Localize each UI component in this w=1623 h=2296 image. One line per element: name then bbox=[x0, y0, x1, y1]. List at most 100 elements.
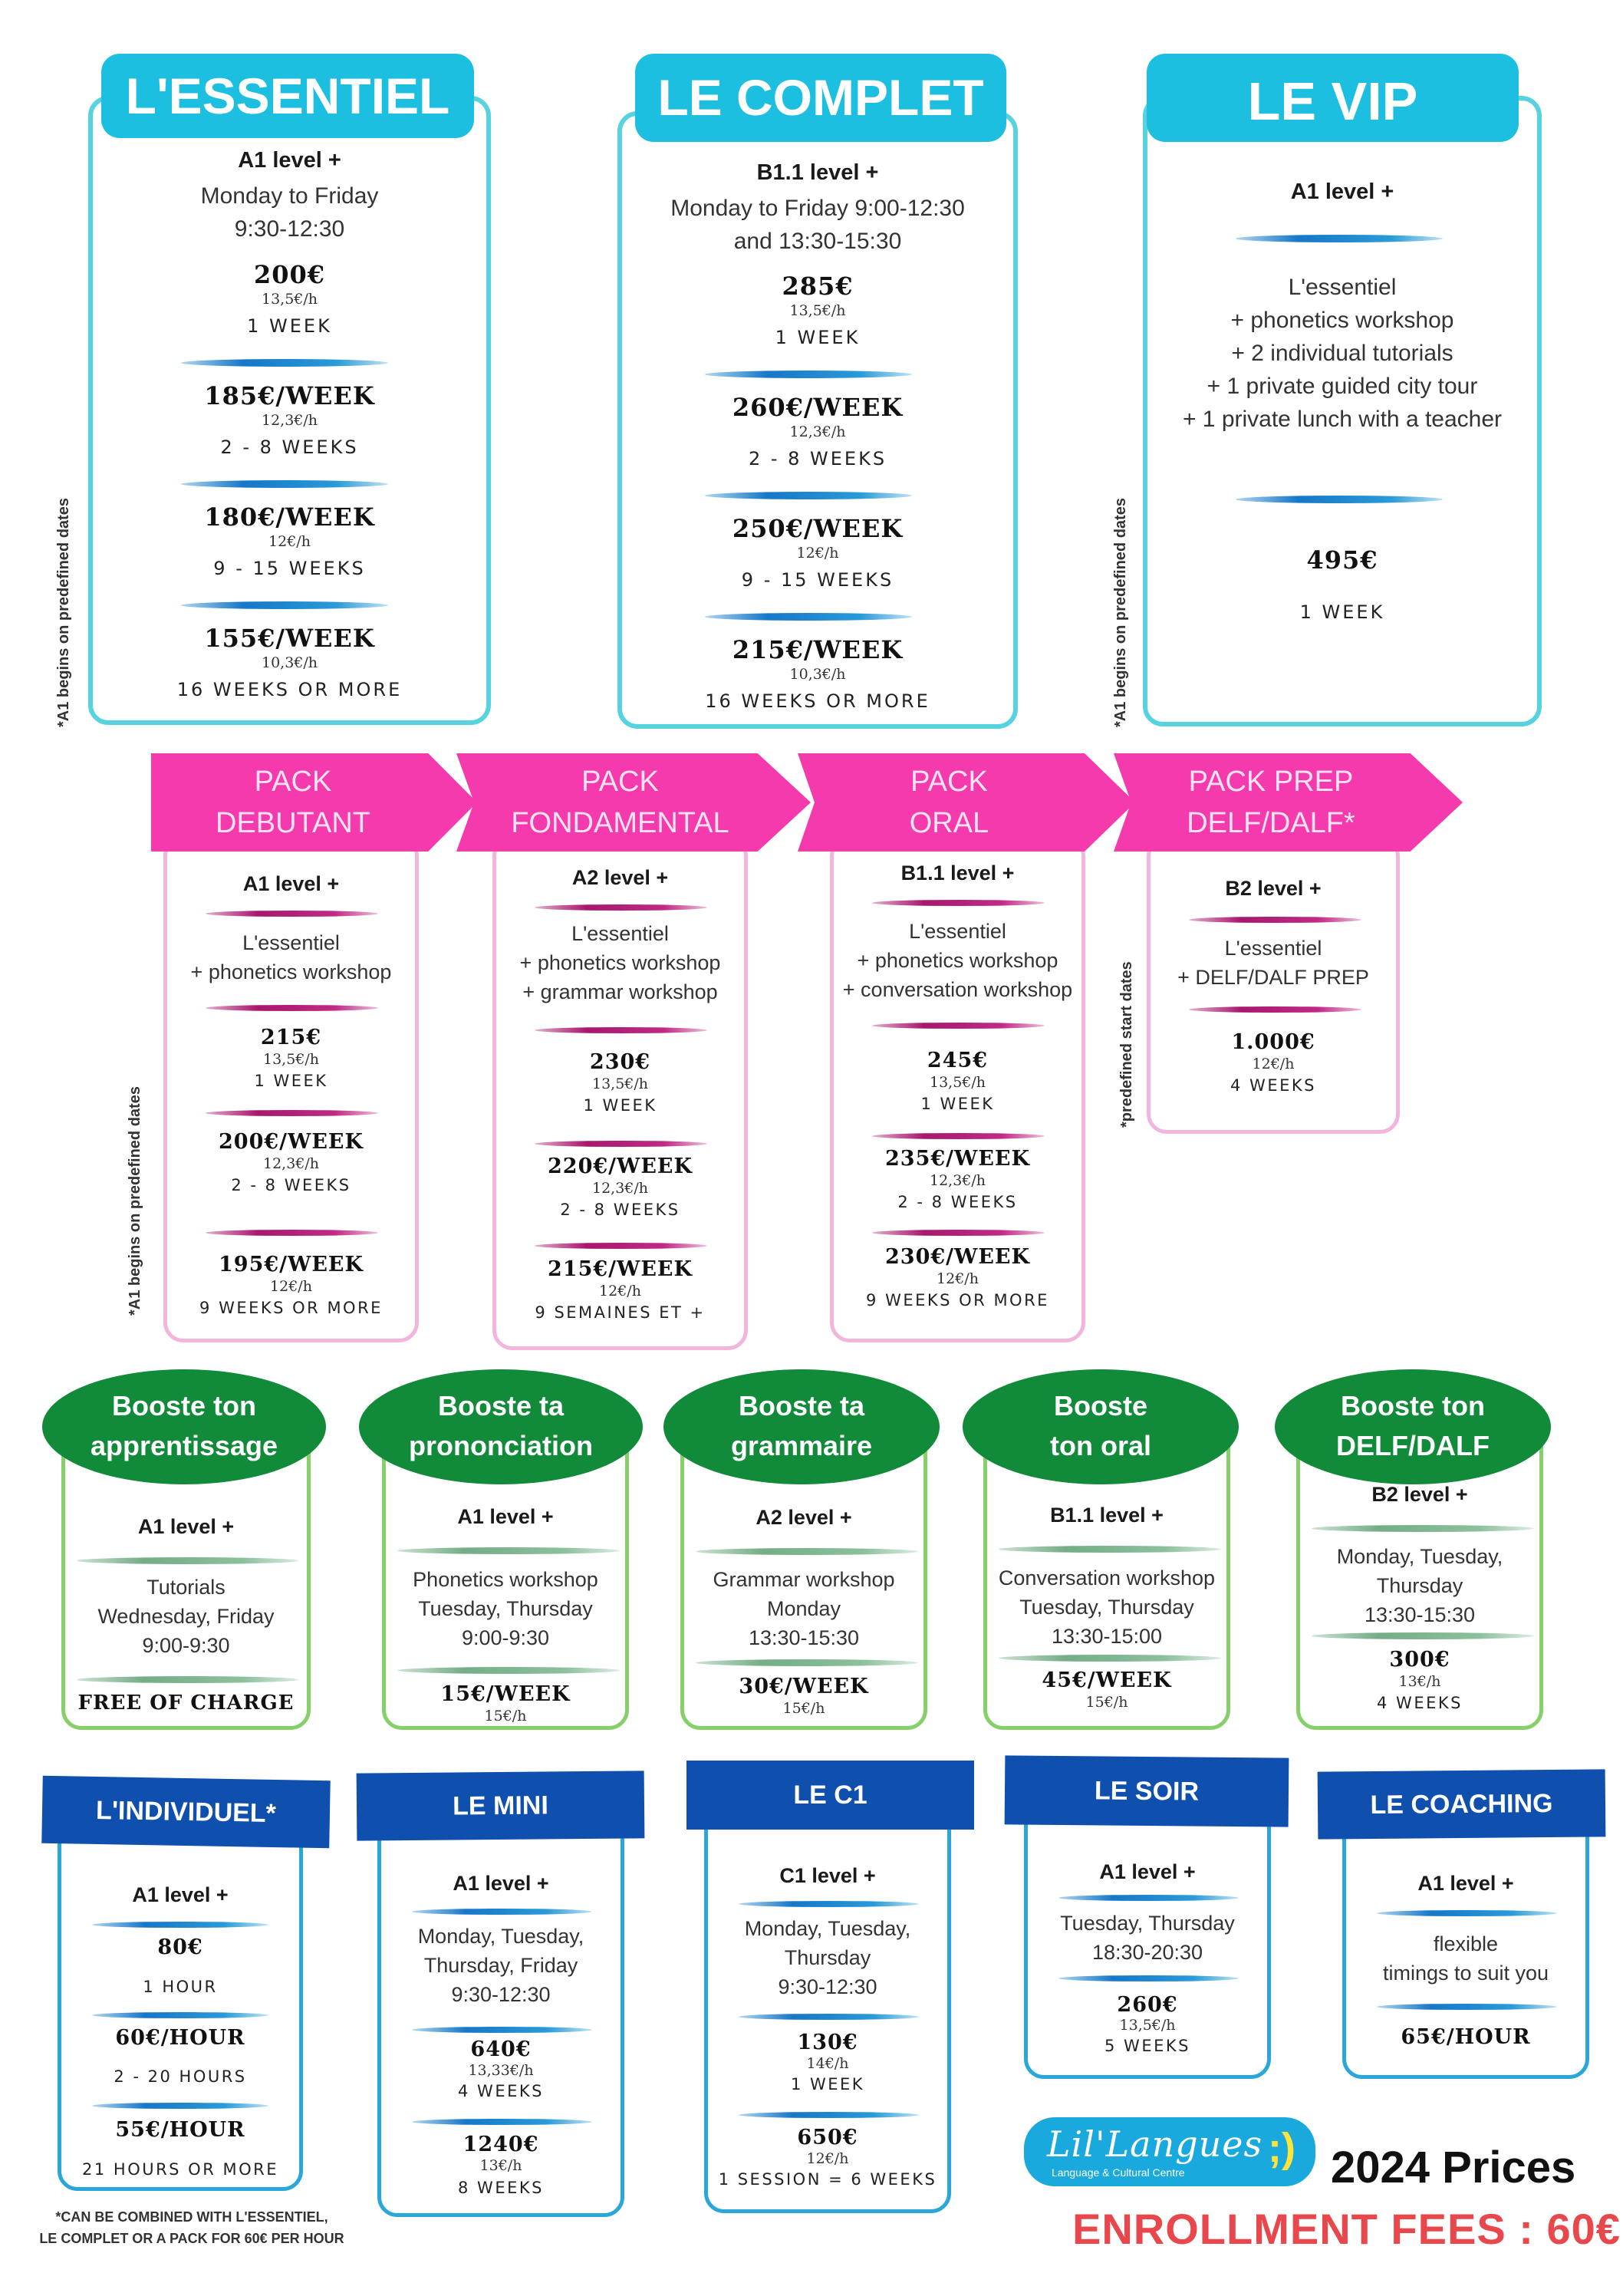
individuel-level: A1 level + bbox=[132, 1883, 229, 1906]
complet-dur-1: 1 WEEK bbox=[775, 327, 861, 348]
essentiel-level: A1 level + bbox=[238, 148, 341, 173]
complet-price-1: 285€ bbox=[782, 272, 854, 301]
divider bbox=[999, 1655, 1221, 1662]
pack-oral-rate-3: 12€/h bbox=[937, 1270, 979, 1287]
divider bbox=[1312, 1632, 1534, 1639]
essentiel-rate-3: 12€/h bbox=[268, 533, 311, 550]
essentiel-price-4: 155€/WEEK bbox=[204, 624, 375, 653]
soir-dur: 5 WEEKS bbox=[1104, 2037, 1190, 2055]
boost-delf-dur: 4 WEEKS bbox=[1377, 1694, 1463, 1712]
complet-hours: and 13:30-15:30 bbox=[733, 229, 902, 254]
coaching-line-2: timings to suit you bbox=[1382, 1962, 1549, 1985]
boost-delf-rate: 13€/h bbox=[1398, 1673, 1441, 1690]
divider bbox=[397, 1547, 620, 1554]
divider bbox=[1312, 1525, 1534, 1532]
complet-dur-3: 9 - 15 WEEKS bbox=[741, 569, 894, 591]
c1-dur-2: 1 SESSION = 6 WEEKS bbox=[718, 2170, 937, 2189]
c1-title: LE C1 bbox=[686, 1761, 974, 1830]
brand-logo-tagline: Language & Cultural Centre bbox=[1052, 2166, 1185, 2179]
boost-oral-line-1: Conversation workshop bbox=[998, 1566, 1216, 1589]
pack-debutant-price-1: 215€ bbox=[260, 1026, 322, 1049]
soir-line-1: Tuesday, Thursday bbox=[1060, 1912, 1235, 1935]
boost-prononciation-rate: 15€/h bbox=[484, 1708, 527, 1724]
pack-prep-title-1: PACK PREP bbox=[1188, 766, 1354, 798]
pack-prep-price: 1.000€ bbox=[1231, 1030, 1315, 1054]
individuel-note-2: LE COMPLET OR A PACK FOR 60€ PER HOUR bbox=[39, 2231, 344, 2246]
divider bbox=[1058, 1895, 1239, 1901]
boost-prononciation-line-2: Tuesday, Thursday bbox=[418, 1597, 593, 1620]
pack-debutant-rate-2: 12,3€/h bbox=[262, 1155, 320, 1172]
boost-grammaire-title-1: Booste ta bbox=[738, 1390, 865, 1421]
pack-fondamental-line-1: L'essentiel bbox=[571, 922, 669, 945]
pack-oral-price-1: 245€ bbox=[927, 1049, 989, 1072]
boost-prononciation-line-1: Phonetics workshop bbox=[413, 1568, 598, 1591]
divider bbox=[705, 492, 912, 499]
individuel-price-3: 55€/HOUR bbox=[115, 2118, 245, 2142]
complet-dur-2: 2 - 8 WEEKS bbox=[748, 448, 887, 469]
vip-card: A1 level + L'essentiel + phonetics works… bbox=[1143, 96, 1542, 726]
essentiel-rate-1: 13,5€/h bbox=[261, 291, 318, 308]
divider bbox=[705, 613, 912, 621]
individuel-dur-3: 21 HOURS OR MORE bbox=[82, 2160, 278, 2179]
soir-line-2: 18:30-20:30 bbox=[1091, 1941, 1203, 1964]
c1-line-1: Monday, Tuesday, bbox=[744, 1917, 911, 1940]
divider bbox=[739, 2112, 919, 2118]
individuel-card: A1 level + 80€ 1 HOUR 60€/HOUR 2 - 20 HO… bbox=[58, 1817, 303, 2191]
boost-grammaire-rate: 15€/h bbox=[782, 1700, 825, 1717]
boost-apprentissage-line-2: Wednesday, Friday bbox=[97, 1605, 275, 1628]
divider bbox=[77, 1676, 299, 1683]
complet-level: B1.1 level + bbox=[756, 160, 879, 185]
essentiel-rate-4: 10,3€/h bbox=[261, 654, 318, 671]
essentiel-hours: 9:30-12:30 bbox=[234, 216, 345, 242]
boost-apprentissage-title: Booste ton apprentissage bbox=[42, 1369, 326, 1484]
mini-line-2: Thursday, Friday bbox=[423, 1954, 578, 1977]
individuel-dur-2: 2 - 20 HOURS bbox=[114, 2067, 247, 2086]
divider bbox=[206, 1230, 378, 1236]
individuel-note-1: *CAN BE COMBINED WITH L'ESSENTIEL, bbox=[55, 2209, 328, 2225]
pack-debutant-title-2: DEBUTANT bbox=[216, 807, 370, 839]
boost-apprentissage-level: A1 level + bbox=[137, 1515, 235, 1538]
boost-oral-price: 45€/WEEK bbox=[1042, 1668, 1172, 1692]
mini-price-1: 640€ bbox=[470, 2037, 532, 2061]
soir-rate: 13,5€/h bbox=[1119, 2017, 1176, 2034]
boost-delf-title: Booste ton DELF/DALF bbox=[1275, 1369, 1551, 1484]
essentiel-side-note: *A1 begins on predefined dates bbox=[55, 498, 72, 727]
essentiel-rate-2: 12,3€/h bbox=[261, 412, 318, 429]
divider bbox=[535, 1141, 707, 1147]
divider bbox=[92, 2103, 268, 2109]
brand-logo-name: Lil'Langues bbox=[1047, 2123, 1263, 2165]
essentiel-days: Monday to Friday bbox=[200, 183, 379, 209]
pack-fondamental-title-2: FONDAMENTAL bbox=[511, 807, 729, 839]
divider bbox=[92, 2012, 268, 2018]
boost-prononciation-title-1: Booste ta bbox=[437, 1390, 565, 1421]
pack-debutant-rate-3: 12€/h bbox=[270, 1278, 312, 1295]
boost-grammaire-line-1: Grammar workshop bbox=[713, 1568, 895, 1591]
pack-debutant-rate-1: 13,5€/h bbox=[262, 1051, 320, 1068]
boost-oral-line-3: 13:30-15:00 bbox=[1051, 1625, 1163, 1648]
pack-prep-level: B2 level + bbox=[1225, 877, 1322, 900]
pack-prep-rate: 12€/h bbox=[1252, 1056, 1295, 1072]
boost-prononciation-level: A1 level + bbox=[457, 1505, 554, 1528]
essentiel-price-3: 180€/WEEK bbox=[204, 502, 375, 532]
c1-card: C1 level + Monday, Tuesday, Thursday 9:3… bbox=[704, 1787, 951, 2213]
pack-debutant-title: PACK DEBUTANT bbox=[151, 753, 477, 852]
pack-oral-dur-1: 1 WEEK bbox=[920, 1095, 995, 1113]
mini-dur-2: 8 WEEKS bbox=[458, 2179, 544, 2197]
pack-debutant-line-2: + phonetics workshop bbox=[190, 960, 392, 983]
vip-price: 495€ bbox=[1306, 545, 1378, 575]
divider bbox=[1236, 496, 1443, 503]
pack-fondamental-level: A2 level + bbox=[571, 866, 669, 889]
essentiel-card: A1 level + Monday to Friday 9:30-12:30 2… bbox=[88, 96, 491, 725]
boost-delf-level: B2 level + bbox=[1371, 1483, 1468, 1506]
boost-oral-line-2: Tuesday, Thursday bbox=[1019, 1596, 1194, 1619]
packs-side-note: *A1 begins on predefined dates bbox=[127, 1086, 143, 1316]
pack-oral-rate-2: 12,3€/h bbox=[929, 1172, 986, 1189]
divider bbox=[999, 1546, 1221, 1553]
brand-logo: Lil'Langues Language & Cultural Centre ;… bbox=[1024, 2117, 1315, 2186]
divider bbox=[872, 900, 1045, 906]
pack-oral-price-3: 230€/WEEK bbox=[885, 1245, 1030, 1269]
pack-prep-line-1: L'essentiel bbox=[1224, 937, 1322, 960]
boost-apprentissage-price: FREE OF CHARGE bbox=[77, 1692, 295, 1715]
pack-fondamental-price-2: 220€/WEEK bbox=[548, 1155, 693, 1178]
c1-rate-1: 14€/h bbox=[806, 2055, 849, 2072]
